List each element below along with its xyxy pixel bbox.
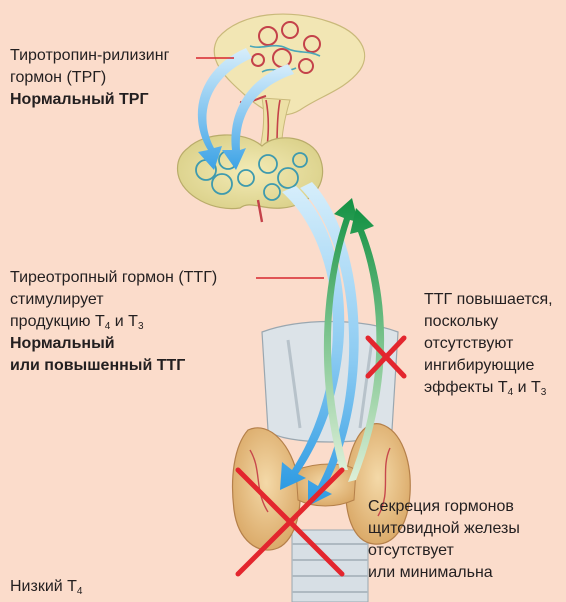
tsh-label-line3-mid: и T bbox=[110, 313, 138, 330]
tsh-status-line1: Нормальный bbox=[10, 333, 217, 355]
tsh-rise-line2: поскольку bbox=[424, 311, 553, 333]
secretion-line3: отсутствует bbox=[368, 540, 520, 562]
low-t4-label: Низкий T4 bbox=[10, 576, 82, 598]
tsh-label-line3-text: продукцию T bbox=[10, 313, 105, 330]
tsh-rise-line1: ТТГ повышается, bbox=[424, 289, 553, 311]
tsh-label-line2: стимулирует bbox=[10, 289, 217, 311]
tsh-rise-line5: эффекты T4 и T3 bbox=[424, 377, 553, 399]
secretion-line4: или минимальна bbox=[368, 562, 520, 584]
tsh-rise-label: ТТГ повышается, поскольку отсутствуют ин… bbox=[424, 289, 553, 399]
trh-status: Нормальный ТРГ bbox=[10, 89, 169, 111]
secretion-label: Секреция гормонов щитовидной железы отсу… bbox=[368, 496, 520, 584]
tsh-status-line2: или повышенный ТТГ bbox=[10, 355, 217, 377]
tsh-label: Тиреотропный гормон (ТТГ) стимулирует пр… bbox=[10, 267, 217, 377]
trh-label-line1: Тиротропин-рилизинг bbox=[10, 45, 169, 67]
secretion-line2: щитовидной железы bbox=[368, 518, 520, 540]
tsh-rise-line5-mid: и T bbox=[513, 379, 541, 396]
trh-label: Тиротропин-рилизинг гормон (ТРГ) Нормаль… bbox=[10, 45, 169, 111]
low-t4-text: Низкий T bbox=[10, 578, 77, 595]
tsh-label-line3: продукцию T4 и T3 bbox=[10, 311, 217, 333]
tsh-rise-line5-text: эффекты T bbox=[424, 379, 508, 396]
tsh-label-line1: Тиреотропный гормон (ТТГ) bbox=[10, 267, 217, 289]
trh-label-line2: гормон (ТРГ) bbox=[10, 67, 169, 89]
secretion-line1: Секреция гормонов bbox=[368, 496, 520, 518]
tsh-rise-line5-sub2: 3 bbox=[541, 387, 547, 398]
tsh-label-line3-sub2: 3 bbox=[138, 321, 144, 332]
low-t4-sub: 4 bbox=[77, 586, 83, 597]
tsh-rise-line4: ингибирующие bbox=[424, 355, 553, 377]
tsh-rise-line3: отсутствуют bbox=[424, 333, 553, 355]
